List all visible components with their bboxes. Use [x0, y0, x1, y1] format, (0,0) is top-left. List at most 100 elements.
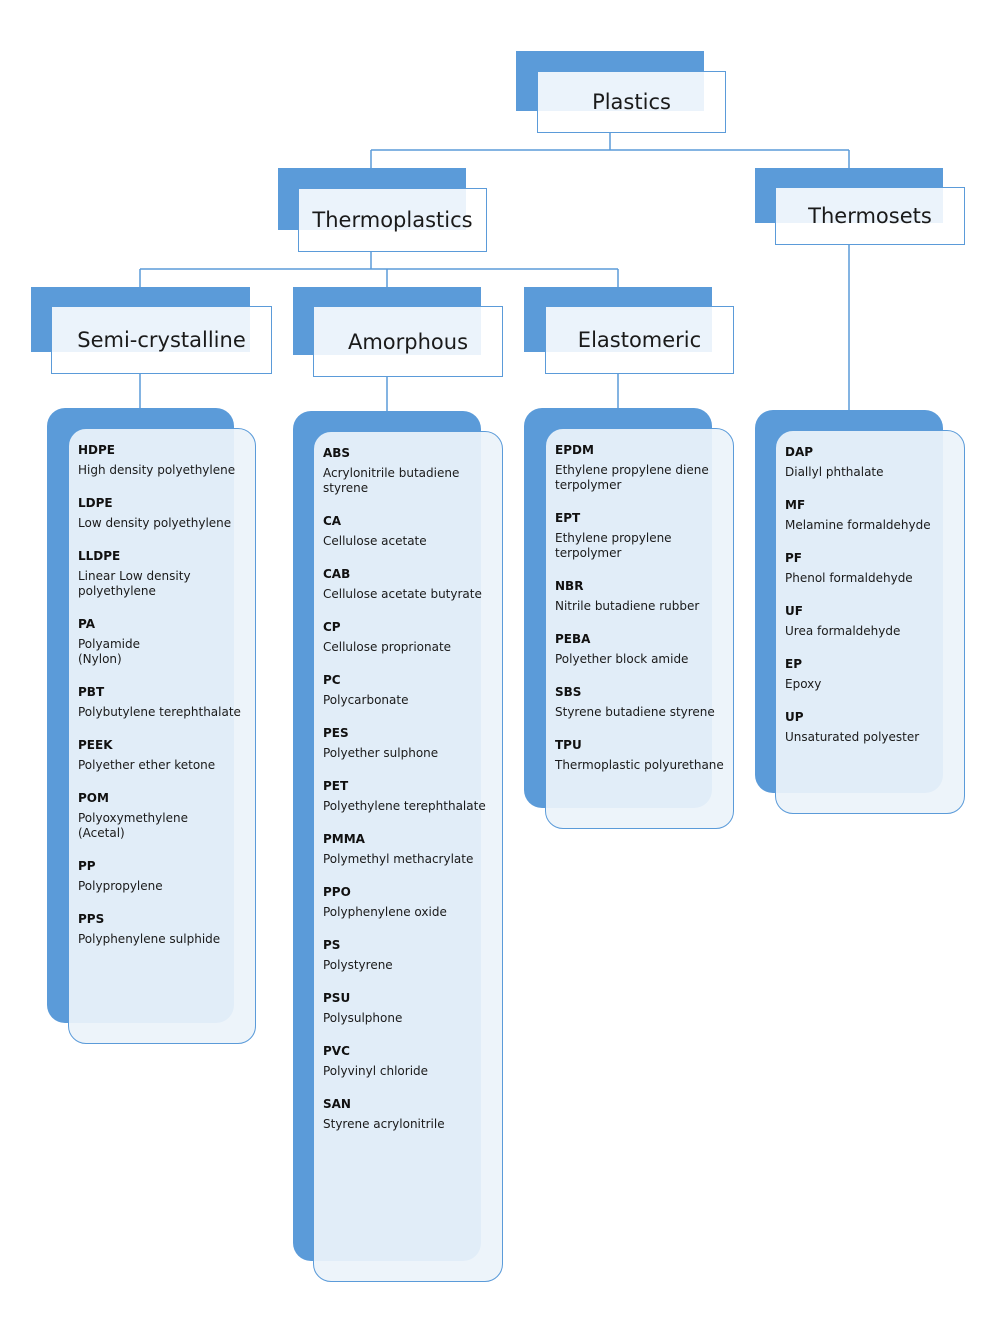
material-name: Polyether ether ketone: [78, 758, 216, 772]
list-item: UP Unsaturated polyester: [785, 710, 956, 745]
material-abbreviation: PS: [323, 938, 341, 952]
material-abbreviation: PEEK: [78, 738, 113, 752]
material-abbreviation: CA: [323, 514, 342, 528]
material-abbreviation: TPU: [555, 738, 582, 752]
material-abbreviation: EP: [785, 657, 802, 671]
material-abbreviation: PES: [323, 726, 349, 740]
list-item: UF Urea formaldehyde: [785, 604, 956, 639]
list-item: CP Cellulose proprionate: [323, 620, 494, 655]
material-abbreviation: CP: [323, 620, 341, 634]
list-item: CAB Cellulose acetate butyrate: [323, 567, 494, 602]
material-name: Thermoplastic polyurethane: [555, 758, 724, 772]
material-abbreviation: NBR: [555, 579, 584, 593]
material-name: Epoxy: [785, 677, 822, 691]
list-item: HDPE High density polyethylene: [78, 443, 247, 478]
list-item: PSU Polysulphone: [323, 991, 494, 1026]
material-name: Polyvinyl chloride: [323, 1064, 429, 1078]
node-thermoplastics-label: Thermoplastics: [298, 188, 487, 252]
material-name: Polyamide (Nylon): [78, 637, 140, 666]
material-abbreviation: PSU: [323, 991, 351, 1005]
material-name: Polymethyl methacrylate: [323, 852, 474, 866]
material-name: Linear Low density polyethylene: [78, 569, 191, 598]
list-item: SAN Styrene acrylonitrile: [323, 1097, 494, 1132]
node-amorphous-label: Amorphous: [313, 306, 503, 377]
node-semi-crystalline-label: Semi-crystalline: [51, 306, 272, 374]
material-name: Polystyrene: [323, 958, 393, 972]
node-plastics-label: Plastics: [537, 71, 726, 133]
list-item: PVC Polyvinyl chloride: [323, 1044, 494, 1079]
material-name: Styrene acrylonitrile: [323, 1117, 445, 1131]
material-name: Cellulose acetate butyrate: [323, 587, 482, 601]
material-abbreviation: LLDPE: [78, 549, 121, 563]
list-item: CA Cellulose acetate: [323, 514, 494, 549]
material-abbreviation: PBT: [78, 685, 105, 699]
material-name: Polyethylene terephthalate: [323, 799, 486, 813]
material-abbreviation: EPT: [555, 511, 581, 525]
material-name: Polysulphone: [323, 1011, 403, 1025]
material-name: Polyphenylene sulphide: [78, 932, 221, 946]
material-abbreviation: POM: [78, 791, 109, 805]
material-abbreviation: CAB: [323, 567, 351, 581]
material-abbreviation: PET: [323, 779, 349, 793]
material-name: Ethylene propylene terpolymer: [555, 531, 672, 560]
material-abbreviation: PEBA: [555, 632, 591, 646]
list-item: PS Polystyrene: [323, 938, 494, 973]
list-item: PPS Polyphenylene sulphide: [78, 912, 247, 947]
material-abbreviation: DAP: [785, 445, 814, 459]
material-name: Diallyl phthalate: [785, 465, 884, 479]
material-abbreviation: PC: [323, 673, 341, 687]
list-item: ABS Acrylonitrile butadiene styrene: [323, 446, 494, 496]
material-name: Melamine formaldehyde: [785, 518, 931, 532]
material-abbreviation: LDPE: [78, 496, 113, 510]
material-name: Ethylene propylene diene terpolymer: [555, 463, 709, 492]
material-name: Phenol formaldehyde: [785, 571, 913, 585]
list-item: PEBA Polyether block amide: [555, 632, 725, 667]
list-item: DAP Diallyl phthalate: [785, 445, 956, 480]
list-item: PBT Polybutylene terephthalate: [78, 685, 247, 720]
material-abbreviation: SAN: [323, 1097, 351, 1111]
list-item: LLDPE Linear Low density polyethylene: [78, 549, 247, 599]
material-abbreviation: PPS: [78, 912, 105, 926]
material-name: Cellulose acetate: [323, 534, 427, 548]
material-abbreviation: PA: [78, 617, 95, 631]
material-abbreviation: MF: [785, 498, 806, 512]
material-abbreviation: PP: [78, 859, 96, 873]
material-abbreviation: ABS: [323, 446, 351, 460]
material-name: Polypropylene: [78, 879, 163, 893]
list-item: PEEK Polyether ether ketone: [78, 738, 247, 773]
material-name: Acrylonitrile butadiene styrene: [323, 466, 460, 495]
material-name: Polybutylene terephthalate: [78, 705, 241, 719]
list-item: PP Polypropylene: [78, 859, 247, 894]
list-item: SBS Styrene butadiene styrene: [555, 685, 725, 720]
node-thermosets-label: Thermosets: [775, 187, 965, 245]
material-name: High density polyethylene: [78, 463, 236, 477]
material-abbreviation: SBS: [555, 685, 582, 699]
material-name: Styrene butadiene styrene: [555, 705, 715, 719]
list-item: NBR Nitrile butadiene rubber: [555, 579, 725, 614]
material-name: Urea formaldehyde: [785, 624, 901, 638]
material-abbreviation: UP: [785, 710, 804, 724]
material-abbreviation: HDPE: [78, 443, 115, 457]
material-abbreviation: PPO: [323, 885, 351, 899]
material-name: Unsaturated polyester: [785, 730, 920, 744]
material-name: Cellulose proprionate: [323, 640, 452, 654]
material-abbreviation: PF: [785, 551, 802, 565]
list-item: PA Polyamide (Nylon): [78, 617, 247, 667]
material-abbreviation: UF: [785, 604, 803, 618]
material-name: Nitrile butadiene rubber: [555, 599, 700, 613]
material-abbreviation: PMMA: [323, 832, 365, 846]
material-abbreviation: PVC: [323, 1044, 350, 1058]
material-name: Polyether block amide: [555, 652, 689, 666]
list-item: EP Epoxy: [785, 657, 956, 692]
list-item: PET Polyethylene terephthalate: [323, 779, 494, 814]
